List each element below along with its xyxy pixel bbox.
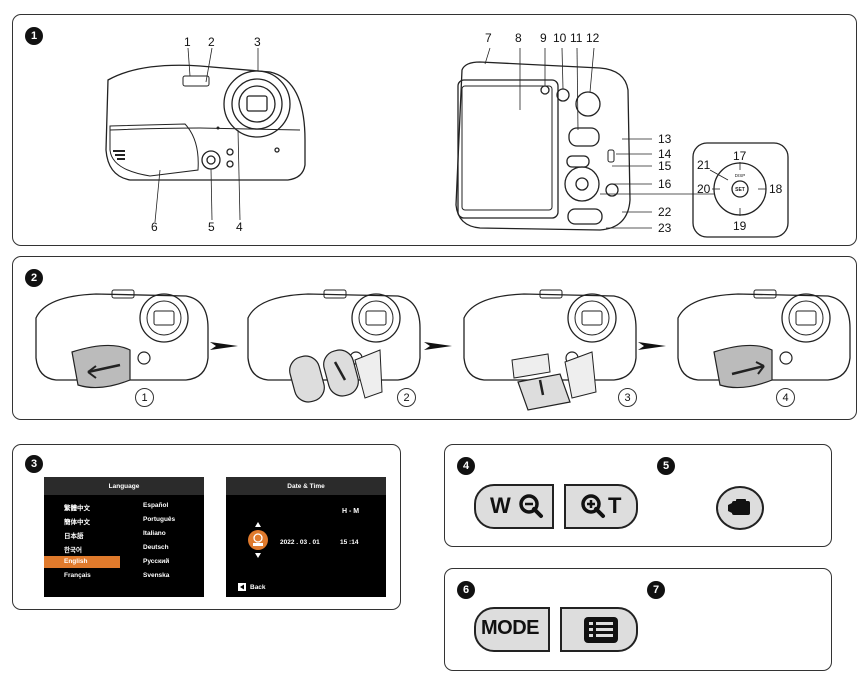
language-item[interactable]: 簡体中文 [64,519,90,526]
back-callout-18: 18 [769,182,783,196]
date-time-screen: Date & Time H - M 2022 . 03 . 01 15 :14 … [226,477,386,597]
panel-badge-5: 5 [657,457,675,475]
back-callout-22: 22 [658,205,672,219]
language-screen-title: Language [44,477,204,495]
language-item[interactable]: Italiano [143,530,166,537]
time-value[interactable]: 15 :14 [340,539,359,546]
language-item[interactable]: Русский [143,558,170,565]
back-callout-14: 14 [658,147,672,161]
language-item[interactable]: 日本語 [64,533,84,540]
front-callout-1: 1 [184,35,191,49]
zoom-wide-label: W [490,493,511,518]
back-callout-20: 20 [697,182,711,196]
back-callout-17: 17 [733,149,747,163]
language-item[interactable]: Español [143,502,169,509]
front-callout-6: 6 [151,220,158,234]
step-number-4: 4 [776,388,795,407]
back-callout-8: 8 [515,31,522,45]
panel-badge-3: 3 [25,455,43,473]
language-item[interactable]: Svenska [143,572,170,579]
svg-text:SET: SET [735,187,745,193]
language-screen: Language 繁體中文 簡体中文 日本語 한국어 English Franç… [44,477,204,597]
language-item[interactable]: 한국어 [64,547,82,554]
playback-icon [728,499,750,515]
back-icon [238,583,246,591]
back-callout-10: 10 [553,31,567,45]
back-callout-11: 11 [570,31,583,45]
language-highlight [44,556,120,568]
step-number-3: 3 [618,388,637,407]
language-item[interactable]: 繁體中文 [64,505,90,512]
back-callout-12: 12 [586,31,600,45]
back-callout-9: 9 [540,31,547,45]
panel-badge-2: 2 [25,269,43,287]
panel-6-7: 6 7 [444,568,832,671]
front-callout-4: 4 [236,220,243,234]
panel-badge-7: 7 [647,581,665,599]
clock-icon [248,522,268,558]
front-callout-3: 3 [254,35,261,49]
panel-badge-4: 4 [457,457,475,475]
zoom-tele-label: T [608,493,622,518]
svg-text:DISP: DISP [735,173,746,178]
panel-badge-6: 6 [457,581,475,599]
front-callout-5: 5 [208,220,215,234]
back-label[interactable]: Back [250,584,266,591]
front-callout-2: 2 [208,35,215,49]
date-time-screen-title: Date & Time [226,477,386,495]
step-number-2: 2 [397,388,416,407]
panel-badge-1: 1 [25,27,43,45]
back-callout-13: 13 [658,132,672,146]
back-callout-21: 21 [697,158,711,172]
language-item[interactable]: Français [64,572,91,579]
back-callout-23: 23 [658,221,672,235]
menu-icon [584,617,618,643]
zoom-in-icon [581,494,605,518]
mode-button-label: MODE [481,617,540,639]
language-item[interactable]: Deutsch [143,544,169,551]
zoom-out-icon [519,494,543,518]
step-number-1: 1 [135,388,154,407]
zoom-divider [552,484,566,529]
date-value[interactable]: 2022 . 03 . 01 [280,539,320,546]
back-callout-15: 15 [658,159,672,173]
language-item-selected[interactable]: English [64,558,88,565]
back-callout-7: 7 [485,31,492,45]
time-format-label: H - M [342,508,360,515]
mode-menu-divider [548,607,562,652]
back-callout-19: 19 [733,219,747,233]
back-callout-16: 16 [658,177,672,191]
language-item[interactable]: Português [143,516,176,523]
